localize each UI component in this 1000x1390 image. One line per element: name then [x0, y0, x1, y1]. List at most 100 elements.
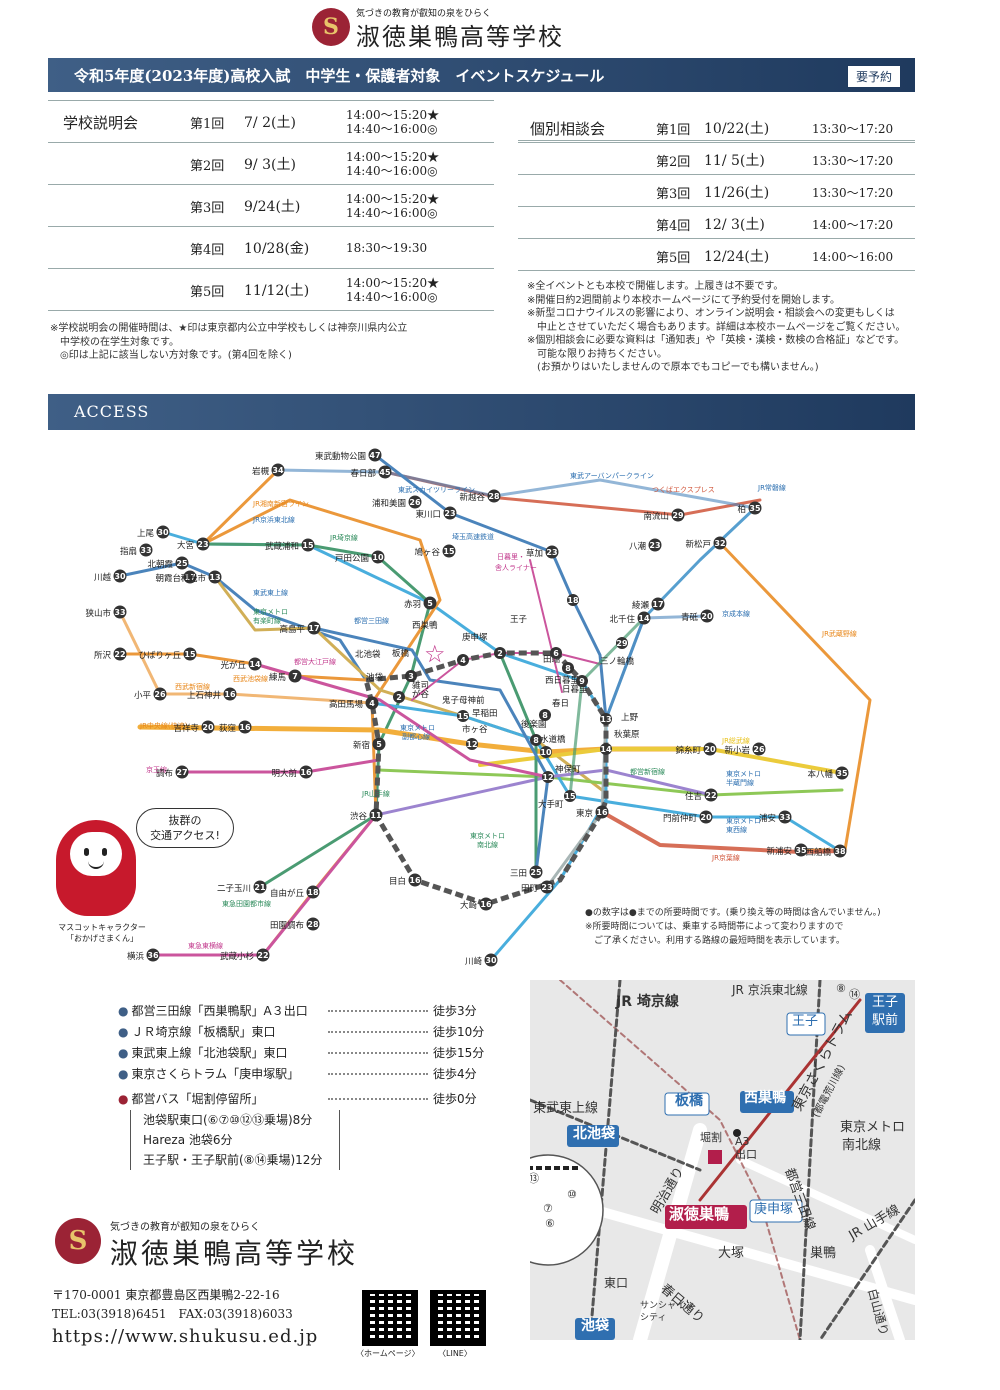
station-minutes: 18	[567, 596, 579, 605]
station-dot-icon	[540, 880, 554, 894]
station-dot-icon	[369, 808, 383, 822]
bullet-icon: ●	[118, 1092, 129, 1106]
station-name: 東武動物公園	[315, 451, 366, 462]
inner-station-label: 西日暮里	[545, 675, 580, 686]
station-marker: 2	[393, 691, 405, 703]
station-dot-icon	[713, 536, 727, 550]
briefing-label: 学校説明会	[63, 114, 139, 132]
line-name-label: 東京メトロ	[726, 816, 761, 825]
station-dot-icon	[494, 647, 506, 659]
note-line: ◎印は上記に該当しない方対象です。(第4回を除く)	[50, 350, 292, 361]
station-name: 南流山	[643, 511, 669, 522]
footer-tel: TEL:03(3918)6451 FAX:03(3918)6033	[52, 1307, 293, 1321]
station-dot-icon	[651, 597, 665, 611]
station-dot-icon	[703, 742, 717, 756]
station-name: 三田	[510, 869, 527, 879]
local-map-label: 東口	[604, 1276, 628, 1290]
station-dot-icon	[778, 810, 792, 824]
local-map-label: サンシャイン	[640, 1300, 694, 1311]
station-minutes: 8	[542, 711, 548, 720]
speech-line: 抜群の	[168, 814, 202, 827]
access-walk-time: 徒歩4分	[433, 1067, 477, 1081]
briefing-time: 14:00〜15:20★	[346, 276, 440, 290]
station-dot-icon	[156, 525, 170, 539]
station-name: 北朝霞	[147, 560, 173, 570]
note-line: 可能な限りお持ちください。	[527, 348, 667, 360]
station-dot-icon	[479, 897, 493, 911]
station-minutes: 15	[302, 541, 314, 550]
station-minutes: 45	[379, 468, 391, 477]
consult-session-no: 第3回	[656, 187, 691, 202]
line-name-label: 副都心線	[402, 732, 430, 741]
line-name-label: JR総武線	[721, 736, 750, 745]
line-name-label: つくばエクスプレス	[652, 485, 715, 494]
local-map-label: 東京メトロ	[840, 1119, 905, 1135]
line-name-label: 東西線	[726, 825, 747, 834]
station-dot-icon	[175, 556, 189, 570]
station-name: 戸田公園	[335, 554, 369, 564]
inner-station-label: が谷	[412, 689, 430, 700]
station-dot-icon	[752, 742, 766, 756]
inner-station-label: 庚申塚	[462, 632, 488, 643]
briefing-session-no: 第4回	[190, 243, 225, 258]
briefing-time: 18:30〜19:30	[346, 241, 428, 255]
station-minutes: 11	[370, 811, 382, 820]
line-name-label: 南北線	[477, 840, 498, 849]
access-walk-time: 徒歩0分	[433, 1092, 477, 1106]
homepage-qr-icon[interactable]	[362, 1290, 418, 1346]
bus-stop-icon: ⑥	[545, 1217, 555, 1230]
inner-station-label: 池袋	[366, 672, 384, 683]
station-minutes: 22	[705, 791, 716, 800]
station-minutes: 38	[834, 847, 846, 856]
station-name: 門前仲町	[663, 813, 698, 824]
header-school-name: 淑徳巣鴨高等学校	[356, 23, 564, 51]
station-name: 武蔵浦和	[265, 541, 299, 552]
station-marker: 6	[550, 647, 562, 659]
inner-station-label: 田端	[543, 654, 561, 665]
bus-line: 池袋駅東口(⑥⑦⑩⑫⑬乗場)8分	[143, 1113, 313, 1127]
station-minutes: 17	[652, 600, 663, 609]
station-name: 自由が丘	[270, 888, 305, 899]
local-map-label: 巣鴨	[810, 1246, 836, 1261]
consult-session-no: 第4回	[656, 219, 691, 234]
line-name-label: JR京浜東北線	[252, 515, 295, 524]
station-dot-icon	[540, 746, 552, 758]
line-name-label: JR常磐線	[757, 483, 786, 492]
station-name: 西船橋	[805, 847, 831, 858]
consult-time: 14:00〜16:00	[812, 250, 894, 264]
bullet-icon: ●	[118, 1025, 129, 1039]
line-name-label: 都営新宿線	[630, 767, 665, 776]
station-dot-icon	[595, 805, 609, 819]
inner-station-label: 日暮里	[562, 684, 588, 695]
local-map-label: 西巣鴨	[744, 1089, 786, 1106]
station-minutes: 20	[700, 813, 712, 822]
station-minutes: 15	[564, 792, 576, 801]
briefing-date: 11/12(土)	[244, 283, 310, 299]
line-name-label: 東京メトロ	[470, 831, 505, 840]
line-name-label: JR中央線(快速)	[139, 721, 188, 730]
school-logo: S	[312, 8, 350, 46]
line-qr-icon[interactable]	[430, 1290, 486, 1346]
footer-url[interactable]: https://www.shukusu.ed.jp	[52, 1326, 319, 1347]
local-map-label: JR 京浜東北線	[731, 982, 808, 997]
station-marker: 10	[540, 746, 552, 758]
bullet-icon: ●	[118, 1004, 129, 1018]
inner-station-label: 板橋	[392, 648, 410, 659]
